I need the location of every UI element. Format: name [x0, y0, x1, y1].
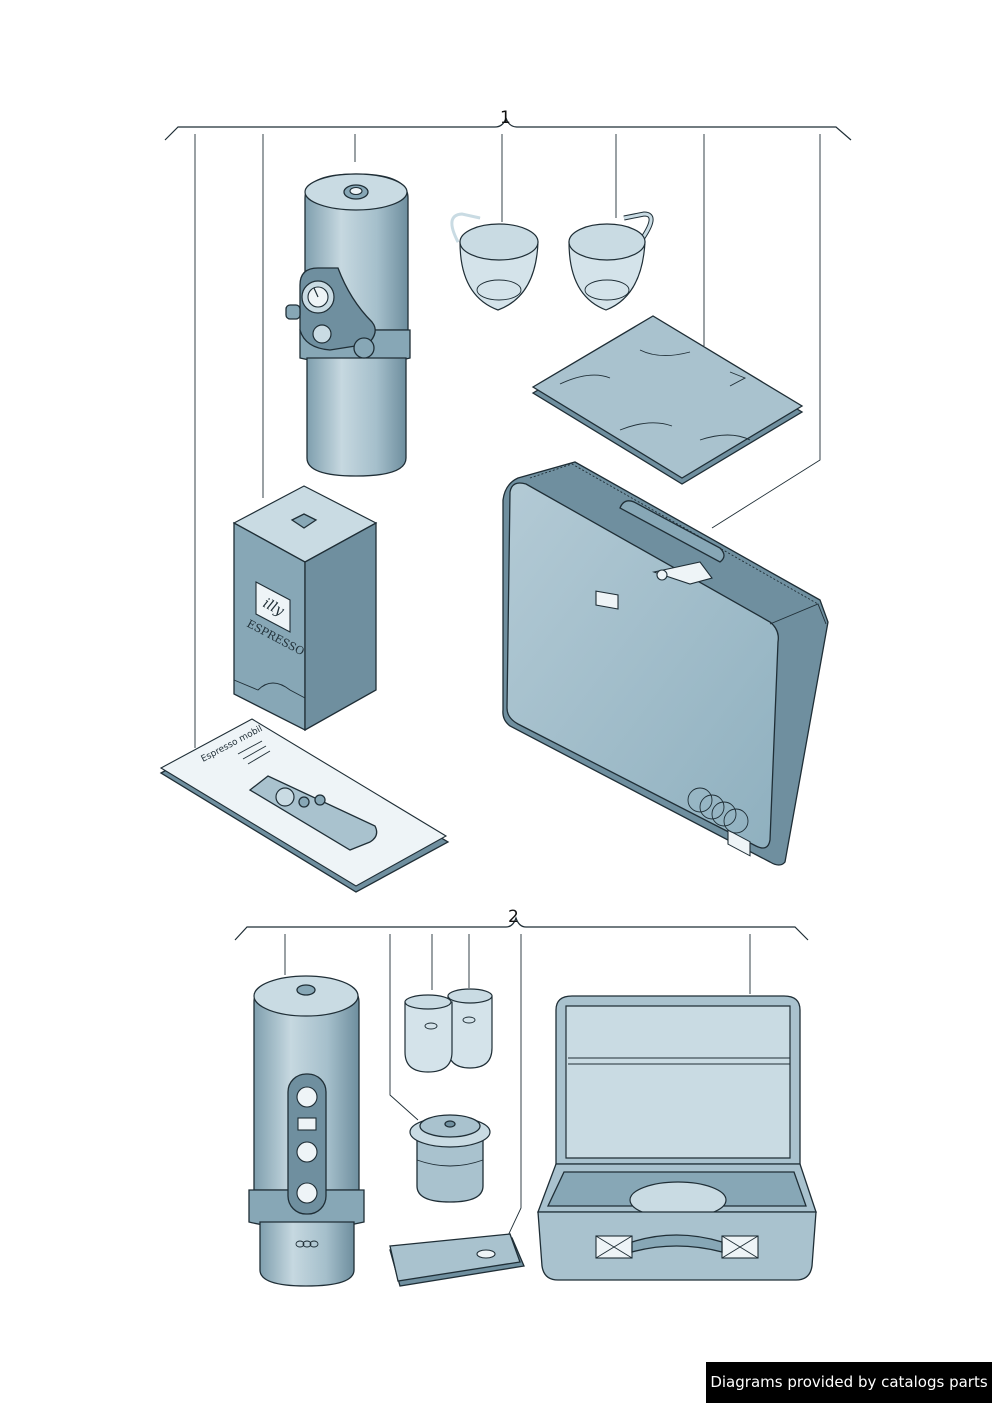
callout-bracket-2 [234, 916, 809, 1241]
espresso-cup-1 [450, 212, 539, 311]
cleaning-cloth [531, 315, 804, 485]
watermark-label: Diagrams provided by catalogs parts [706, 1362, 992, 1403]
coffee-pod-box: illy ESPRESSO [232, 485, 378, 732]
callout-bracket-1 [164, 116, 852, 748]
pod-container [409, 1114, 491, 1203]
espresso-machine-2 [248, 975, 365, 1287]
cup-set-2 [404, 988, 493, 1073]
callout-number-2: 2 [508, 907, 519, 927]
espresso-machine-1 [285, 173, 411, 477]
instruction-manual: Espresso mobil [159, 718, 450, 893]
carrying-case-1 [502, 461, 829, 866]
espresso-cup-2 [568, 211, 654, 311]
cleaning-cloth-2 [389, 1233, 525, 1287]
callout-number-1: 1 [500, 108, 511, 128]
carrying-case-2 [537, 995, 817, 1281]
